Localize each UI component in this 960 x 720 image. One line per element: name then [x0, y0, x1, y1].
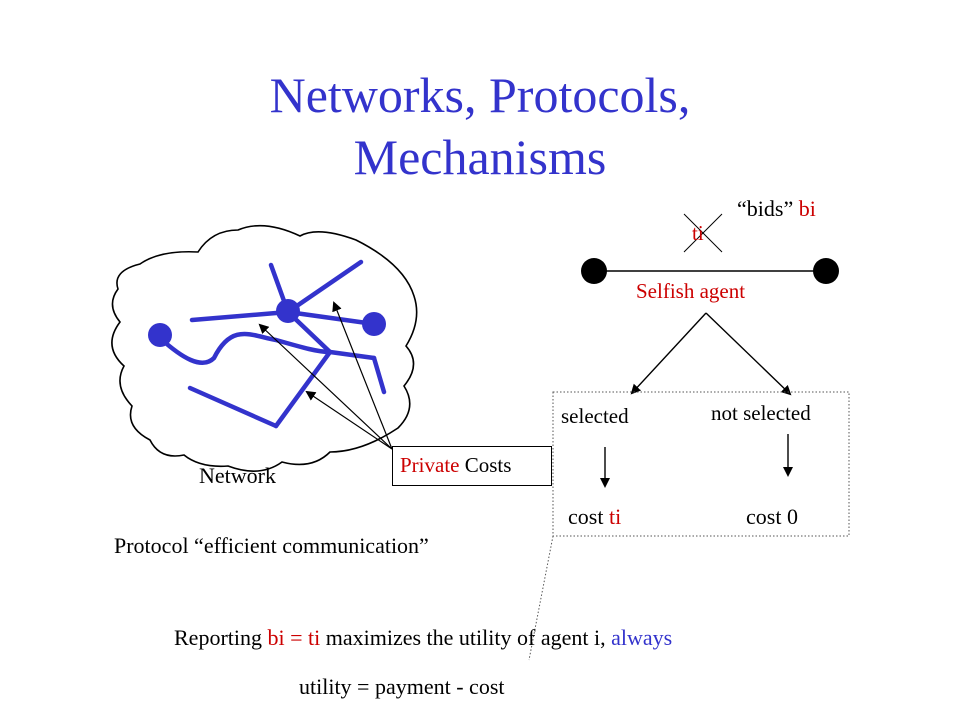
- private-cost-arrows: [258, 301, 393, 450]
- dotted-connector-line: [528, 535, 554, 661]
- crossed-out-ti: ti: [692, 221, 704, 245]
- private-costs-label: Private Costs: [400, 453, 511, 478]
- network-node: [362, 312, 386, 336]
- network-link: [285, 259, 364, 315]
- reporting-middle: maximizes the utility of agent i,: [320, 625, 612, 650]
- reporting-statement: Reporting bi = ti maximizes the utility …: [174, 625, 672, 651]
- selected-branch-arrow: [630, 312, 707, 395]
- reporting-equation: bi = ti: [267, 625, 321, 650]
- bids-label: “bids” bi: [737, 196, 816, 222]
- agent-edge-right-node: [813, 258, 839, 284]
- network-node: [276, 299, 300, 323]
- cost-ti-label: cost ti: [568, 504, 621, 530]
- network-link-curve: [157, 331, 333, 365]
- cost-ti-variable: ti: [608, 504, 622, 529]
- reporting-always: always: [611, 625, 673, 650]
- ti-cross-stroke: [683, 213, 723, 253]
- private-cost-arrow: [332, 301, 393, 450]
- network-link: [273, 349, 333, 429]
- slide-title-line-1: Networks, Protocols,: [269, 67, 691, 123]
- network-link: [189, 309, 291, 323]
- not-selected-label: not selected: [711, 401, 811, 425]
- bids-variable: bi: [798, 196, 816, 221]
- slide-title-line-2: Mechanisms: [353, 129, 607, 185]
- private-cost-arrow: [305, 390, 393, 450]
- cost-zero-label: cost 0: [746, 504, 798, 529]
- selected-label: selected: [561, 404, 629, 428]
- network-cloud-outline: [111, 224, 418, 472]
- protocol-text: Protocol “efficient communication”: [114, 533, 429, 558]
- private-cost-arrow: [258, 323, 393, 450]
- reporting-prefix: Reporting: [174, 625, 268, 650]
- private-costs-box: Private Costs: [392, 446, 552, 486]
- network-node: [148, 323, 172, 347]
- branch-arrows: [630, 312, 792, 396]
- network-link: [327, 349, 377, 361]
- agent-edge-left-node: [581, 258, 607, 284]
- not-selected-branch-arrow: [705, 312, 792, 396]
- network-link: [371, 355, 387, 395]
- selfish-agent-label: Selfish agent: [636, 279, 746, 303]
- network-link: [285, 309, 377, 327]
- costs-word: Costs: [459, 453, 512, 477]
- network-label: Network: [199, 463, 276, 488]
- network-link: [187, 385, 279, 429]
- bids-word: “bids”: [737, 196, 799, 221]
- utility-formula: utility = payment - cost: [299, 674, 505, 699]
- private-word: Private: [400, 453, 460, 477]
- outcome-arrows: [600, 434, 793, 488]
- outcome-box-dotted: [552, 391, 850, 537]
- cost-word: cost: [568, 504, 609, 529]
